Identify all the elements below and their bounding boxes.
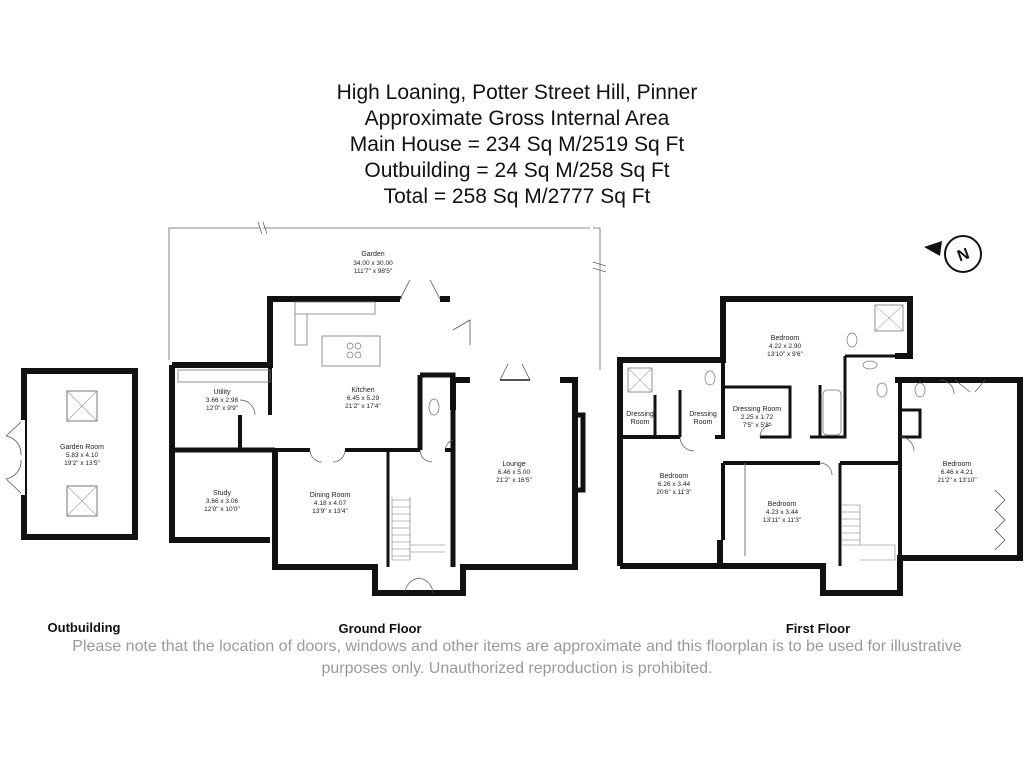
room-name-line2: Room: [631, 419, 650, 426]
room-study: Study 3.66 x 3.06 12'0" x 10'0": [204, 490, 240, 513]
outbuilding-plan: [5, 368, 138, 540]
room-imperial: 13'11" x 11'3": [763, 517, 802, 524]
floor-label-first: First Floor: [786, 621, 850, 636]
room-imperial: 7'5" x 5'8": [743, 422, 772, 429]
room-name: Bedroom: [771, 335, 800, 342]
floor-label-ground: Ground Floor: [338, 621, 421, 636]
room-imperial: 19'2" x 13'5": [64, 460, 100, 467]
room-dining: Dining Room 4.18 x 4.07 13'9" x 13'4": [310, 492, 351, 515]
room-garden-room: Garden Room 5.83 x 4.10 19'2" x 13'5": [60, 444, 104, 467]
room-name: Dining Room: [310, 492, 351, 499]
room-name: Dressing Room: [733, 406, 781, 413]
room-name: Bedroom: [660, 473, 689, 480]
disclaimer-line-2: purposes only. Unauthorized reproduction…: [321, 660, 713, 677]
ground-floor-plan: [169, 279, 586, 596]
room-name: Bedroom: [943, 461, 972, 468]
room-name: Study: [213, 490, 231, 497]
room-dressing-2: Dressing Room: [689, 411, 717, 426]
room-metric: 4.23 x 3.44: [766, 509, 799, 516]
room-utility: Utility 3.66 x 2.98 12'0" x 9'9": [206, 389, 239, 412]
room-imperial: 21'2" x 16'5": [496, 477, 532, 484]
area-heading: Approximate Gross Internal Area: [364, 107, 670, 130]
room-name-line2: Room: [694, 419, 713, 426]
compass-letter: N: [955, 245, 972, 265]
room-metric: 4.22 x 2.90: [769, 343, 802, 350]
room-imperial: 12'0" x 9'9": [206, 405, 239, 412]
room-metric: 6.26 x 3.44: [658, 481, 691, 488]
plan-header: High Loaning, Potter Street Hill, Pinner…: [0, 80, 1024, 210]
garden-outline: [168, 221, 607, 370]
outbuilding-area: Outbuilding = 24 Sq M/258 Sq Ft: [364, 159, 670, 182]
room-name: Dressing: [626, 411, 654, 418]
room-dressing-1: Dressing Room: [626, 411, 654, 426]
room-imperial: 13'10" x 9'6": [767, 351, 803, 358]
room-name: Garden Room: [60, 444, 104, 451]
room-name: Lounge: [502, 461, 525, 468]
room-bedroom-right: Bedroom 6.46 x 4.21 21'2" x 13'10": [937, 461, 977, 484]
property-address: High Loaning, Potter Street Hill, Pinner: [336, 81, 698, 104]
room-dressing-3: Dressing Room 2.25 x 1.72 7'5" x 5'8": [733, 406, 781, 429]
disclaimer: Please note that the location of doors, …: [0, 636, 1024, 680]
main-house-area: Main House = 234 Sq M/2519 Sq Ft: [349, 133, 685, 156]
room-metric: 6.46 x 4.21: [941, 469, 974, 476]
room-metric: 4.18 x 4.07: [314, 500, 347, 507]
room-metric: 3.66 x 3.06: [206, 498, 239, 505]
first-floor-plan: [617, 296, 1023, 596]
north-arrow-icon: N: [924, 235, 982, 273]
room-imperial: 20'6" x 11'3": [656, 489, 692, 496]
room-name: Dressing: [689, 411, 717, 418]
room-metric: 6.46 x 5.00: [498, 469, 531, 476]
disclaimer-line-1: Please note that the location of doors, …: [72, 638, 962, 655]
total-area: Total = 258 Sq M/2777 Sq Ft: [383, 185, 651, 208]
room-metric: 6.45 x 5.29: [347, 395, 380, 402]
room-bedroom-mid: Bedroom 4.23 x 3.44 13'11" x 11'3": [763, 501, 802, 524]
room-lounge: Lounge 6.46 x 5.00 21'2" x 16'5": [496, 461, 532, 484]
room-imperial: 12'0" x 10'0": [204, 506, 240, 513]
room-metric: 3.66 x 2.98: [206, 397, 239, 404]
room-imperial: 21'2" x 13'10": [937, 477, 977, 484]
floor-label-outbuilding: Outbuilding: [48, 620, 121, 635]
room-imperial: 21'2" x 17'4": [345, 403, 381, 410]
room-imperial: 111'7" x 98'5": [354, 268, 393, 275]
room-name: Garden: [361, 251, 384, 258]
room-metric: 34.00 x 30.00: [353, 260, 393, 267]
room-bedroom-top: Bedroom 4.22 x 2.90 13'10" x 9'6": [767, 335, 803, 358]
room-metric: 5.83 x 4.10: [66, 452, 99, 459]
room-bedroom-left: Bedroom 6.26 x 3.44 20'6" x 11'3": [656, 473, 692, 496]
room-name: Utility: [213, 389, 231, 396]
room-metric: 2.25 x 1.72: [741, 414, 774, 421]
room-imperial: 13'9" x 13'4": [312, 508, 348, 515]
room-kitchen: Kitchen 6.45 x 5.29 21'2" x 17'4": [345, 387, 381, 410]
room-name: Bedroom: [768, 501, 797, 508]
room-name: Kitchen: [351, 387, 374, 394]
room-garden: Garden 34.00 x 30.00 111'7" x 98'5": [353, 251, 393, 275]
